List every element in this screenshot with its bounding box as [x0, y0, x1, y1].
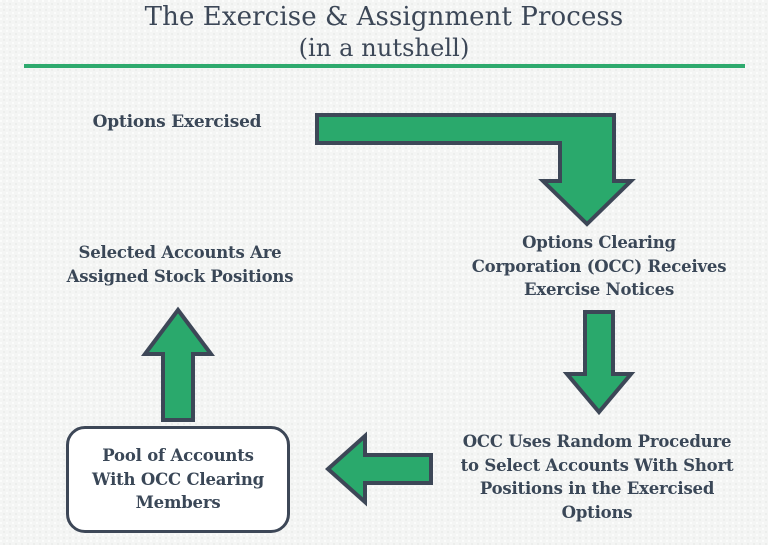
arrow-elbow-right-then-down-icon	[313, 109, 636, 229]
arrow-left-icon	[323, 431, 435, 507]
page-title-line-2: (in a nutshell)	[298, 34, 470, 62]
node-options-exercised: Options Exercised	[92, 112, 262, 132]
node-occ-receives-exercise-notices: Options Clearing Corporation (OCC) Recei…	[471, 233, 727, 299]
arrow-down-icon	[561, 308, 636, 416]
node-selected-accounts-assigned: Selected Accounts Are Assigned Stock Pos…	[66, 243, 294, 286]
node-pool-of-accounts-box: Pool of Accounts With OCC Clearing Membe…	[66, 426, 290, 533]
page-title-line-1: The Exercise & Assignment Process	[144, 2, 624, 32]
page-title: The Exercise & Assignment Process (in a …	[0, 2, 768, 64]
arrow-up-icon	[141, 306, 215, 424]
node-pool-of-accounts-label: Pool of Accounts With OCC Clearing Membe…	[92, 446, 264, 513]
title-divider-rule	[24, 64, 745, 68]
node-occ-random-procedure: OCC Uses Random Procedure to Select Acco…	[460, 432, 734, 522]
